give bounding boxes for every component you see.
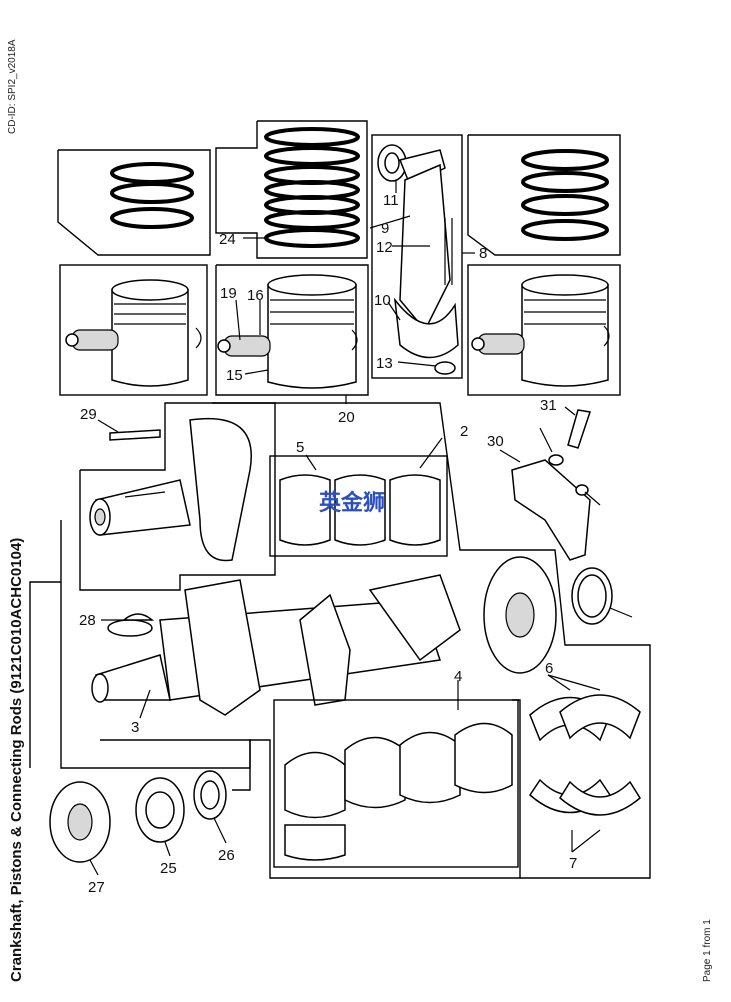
callout-labels: 24 19 16 15 20 11 9 12 8 10 13 29 5 2 31… (79, 192, 577, 896)
crank-gear-assembly (49, 739, 251, 863)
piston-rings-center (215, 120, 368, 259)
callout-27: 31 (540, 397, 557, 414)
callout-13: 13 (376, 355, 393, 372)
callout-10: 10 (374, 292, 391, 309)
callout-6: 6 (545, 660, 553, 677)
callout-9: 9 (381, 220, 389, 237)
callout-8: 8 (479, 245, 487, 262)
callout-3: 3 (131, 719, 139, 736)
callout-2: 2 (460, 423, 468, 440)
callout-30: 27 (88, 879, 105, 896)
callout-11: 11 (383, 192, 399, 209)
connecting-rod (371, 134, 463, 379)
callout-24: 28 (79, 612, 96, 629)
callout-26: 30 (487, 433, 504, 450)
leader-lines (89, 180, 633, 876)
piston-right (467, 264, 621, 396)
thrust-washers (529, 694, 641, 816)
callout-22: 25 (160, 860, 177, 877)
piston-center (215, 264, 369, 396)
callout-12: 12 (376, 239, 393, 256)
callout-20: 20 (338, 409, 355, 426)
watermark-logo: 英金狮 (319, 490, 385, 516)
callout-7: 7 (569, 855, 577, 872)
crankshaft-frame (29, 402, 651, 879)
piston-rings-right (467, 134, 621, 256)
piston-rings-left (57, 149, 211, 256)
callout-23: 26 (218, 847, 235, 864)
woodruff-key (121, 613, 155, 621)
callout-16: 16 (247, 287, 264, 304)
callout-4: 4 (454, 668, 462, 685)
counterweight (511, 409, 591, 561)
callout-5: 5 (296, 439, 304, 456)
callout-19: 19 (220, 285, 237, 302)
callout-25: 29 (80, 406, 97, 423)
crankshaft-nose-detail (79, 402, 276, 591)
piston-left (59, 264, 208, 396)
oil-seal (571, 567, 613, 625)
bearing-shells-upper (269, 455, 448, 557)
callout-21: 24 (219, 231, 236, 248)
bearing-shells-main (273, 699, 519, 868)
crankshaft (91, 556, 557, 716)
callout-15: 15 (226, 367, 243, 384)
